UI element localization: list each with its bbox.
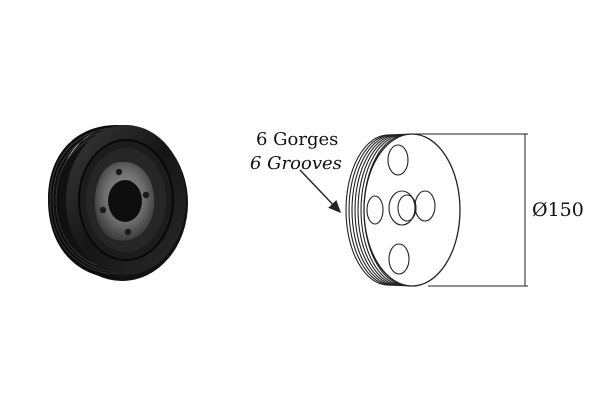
pulley-drawing [345, 133, 461, 287]
grooves-arrow [299, 169, 341, 214]
pulley-drawing-hub-inner [397, 194, 417, 222]
diameter-dimension [410, 133, 528, 287]
pulley-center-bore [108, 180, 142, 222]
pulley-bolt-hole [99, 206, 107, 214]
diameter-label: Ø150 [532, 199, 584, 221]
pulley-drawing-hub-outer [388, 190, 416, 226]
pulley-drawing-face [363, 133, 461, 287]
pulley-bolt-hole [142, 191, 150, 199]
grooves-label-fr: 6 Gorges [256, 129, 338, 150]
grooves-label-en: 6 Grooves [250, 153, 342, 174]
pulley-bolt-hole [115, 168, 123, 176]
pulley-photo [48, 125, 188, 281]
pulley-bolt-hole [124, 228, 132, 236]
pulley-drawing-hole [388, 243, 410, 275]
pulley-drawing-hole [387, 144, 409, 176]
pulley-hub [94, 161, 155, 241]
pulley-drawing-hole [366, 195, 384, 225]
